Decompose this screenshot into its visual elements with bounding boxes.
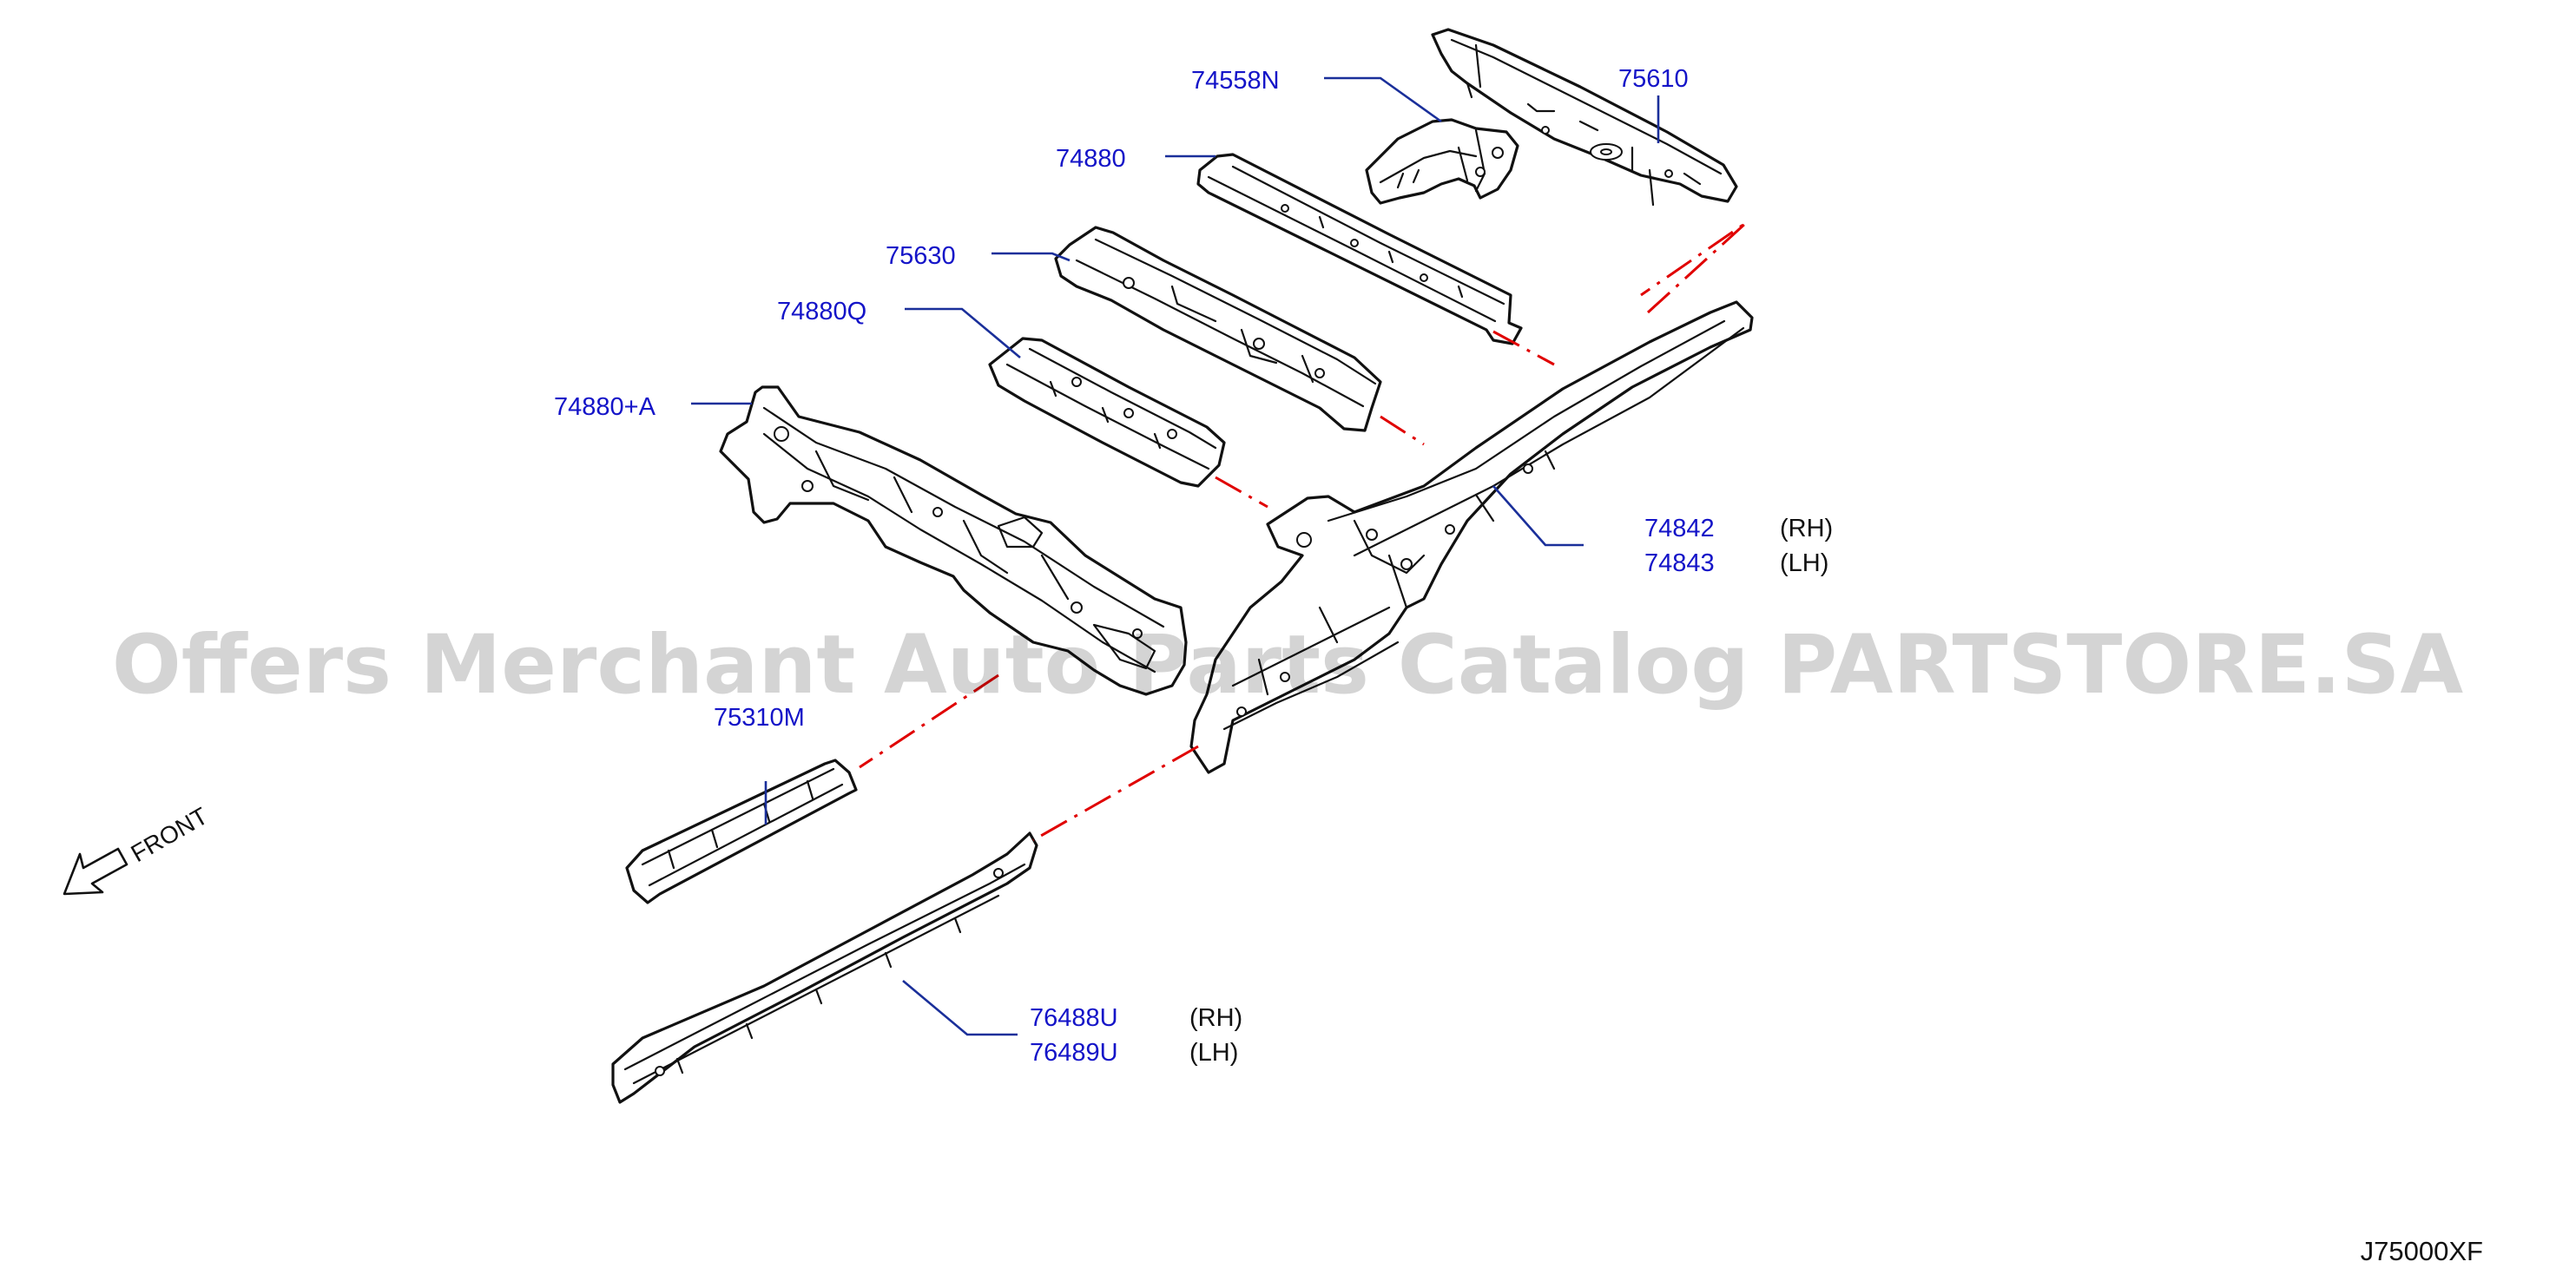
watermark: Offers Merchant Auto Parts Catalog PARTS… xyxy=(112,618,2463,713)
part-drawing-74880-A[interactable] xyxy=(719,385,1188,696)
assembly-phantom-lines xyxy=(859,220,1749,842)
side-label-74843: (LH) xyxy=(1780,549,1828,577)
part-drawing-74842-74843[interactable] xyxy=(1189,300,1754,774)
part-number-74880[interactable]: 74880 xyxy=(1056,145,1126,173)
part-number-74842[interactable]: 74842 xyxy=(1644,515,1715,542)
part-labels: 74558N 75610 74880 75630 74880Q 74880+A … xyxy=(554,65,1833,1067)
part-number-75610[interactable]: 75610 xyxy=(1618,65,1689,93)
part-number-74880Q[interactable]: 74880Q xyxy=(777,298,866,325)
part-number-75630[interactable]: 75630 xyxy=(886,242,956,270)
part-number-74843[interactable]: 74843 xyxy=(1644,549,1715,577)
part-drawing-74880[interactable] xyxy=(1196,153,1523,345)
part-drawing-74558N[interactable] xyxy=(1365,118,1519,205)
front-arrow-icon xyxy=(63,847,128,896)
part-drawing-74880Q[interactable] xyxy=(988,337,1226,488)
side-label-76489U: (LH) xyxy=(1189,1039,1238,1067)
diagram-code: J75000XF xyxy=(2361,1236,2483,1266)
front-label: FRONT xyxy=(127,802,213,867)
front-indicator: FRONT xyxy=(63,802,213,896)
part-number-76488U[interactable]: 76488U xyxy=(1030,1004,1118,1032)
part-number-76489U[interactable]: 76489U xyxy=(1030,1039,1118,1067)
part-drawing-75630[interactable] xyxy=(1054,226,1382,432)
part-number-74880-A[interactable]: 74880+A xyxy=(554,393,656,421)
part-number-74558N[interactable]: 74558N xyxy=(1191,67,1280,95)
part-number-75310M[interactable]: 75310M xyxy=(714,704,805,732)
side-label-76488U: (RH) xyxy=(1189,1004,1242,1032)
leader-lines xyxy=(691,76,1660,1036)
part-drawing-76488U-76489U[interactable] xyxy=(611,831,1038,1104)
part-drawing-75310M[interactable] xyxy=(625,759,858,904)
part-drawing-75610[interactable] xyxy=(1431,28,1738,207)
side-label-74842: (RH) xyxy=(1780,515,1833,542)
